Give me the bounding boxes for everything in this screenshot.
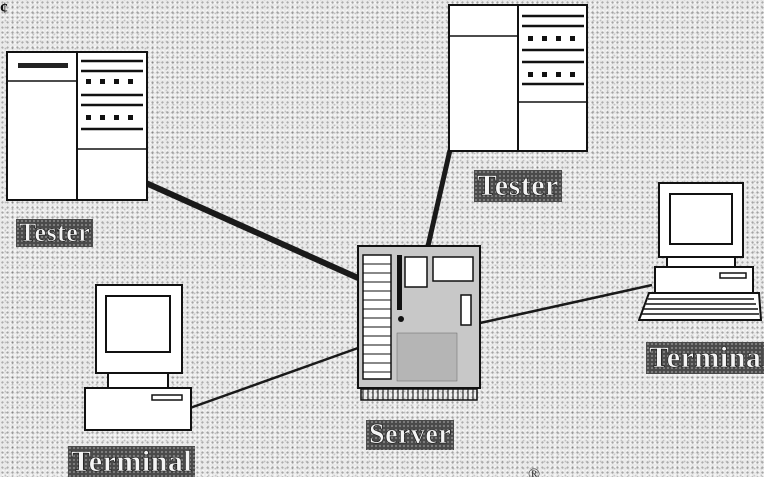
corner-mark: ¢ [0, 0, 8, 17]
link-tester-top-server [425, 149, 453, 247]
link-terminal-left-server [189, 346, 359, 410]
tester-left-label: Tester [16, 219, 94, 247]
server-label: Server [366, 420, 455, 450]
link-server-terminal-right [479, 283, 653, 325]
link-tester-left-server [144, 180, 360, 281]
terminal-right-label: Terminal [646, 342, 764, 374]
tester-rack-icon [6, 51, 148, 201]
terminal-left-label: Terminal [68, 446, 196, 477]
bottom-mark: ® [528, 466, 541, 477]
tester-top-label: Tester [474, 170, 562, 202]
tester-rack-icon [448, 4, 588, 152]
terminal-computer-icon [84, 284, 192, 431]
terminal-computer-icon [638, 182, 762, 321]
server-tower-icon [357, 245, 481, 401]
